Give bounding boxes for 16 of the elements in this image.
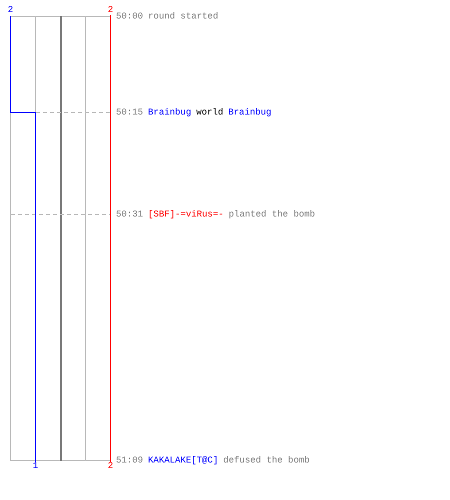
event-text: planted the bomb xyxy=(228,210,316,219)
event-text: round started xyxy=(148,12,218,21)
player-name: [SBF]-=viRus=- xyxy=(148,210,224,219)
timestamp: 50:00 xyxy=(116,12,144,21)
count-label: 1 xyxy=(32,462,38,471)
player-name: Brainbug xyxy=(148,108,192,117)
timestamp: 51:09 xyxy=(116,456,144,465)
count-label: 2 xyxy=(108,462,114,471)
count-label: 2 xyxy=(8,6,14,15)
timestamp: 50:31 xyxy=(116,210,144,219)
player-name: Brainbug xyxy=(228,108,272,117)
event-text: world xyxy=(196,108,224,117)
timestamp: 50:15 xyxy=(116,108,144,117)
count-label: 2 xyxy=(108,6,114,15)
event-text: defused the bomb xyxy=(223,456,310,465)
player-name: KAKALAKE[T@C] xyxy=(148,456,218,465)
